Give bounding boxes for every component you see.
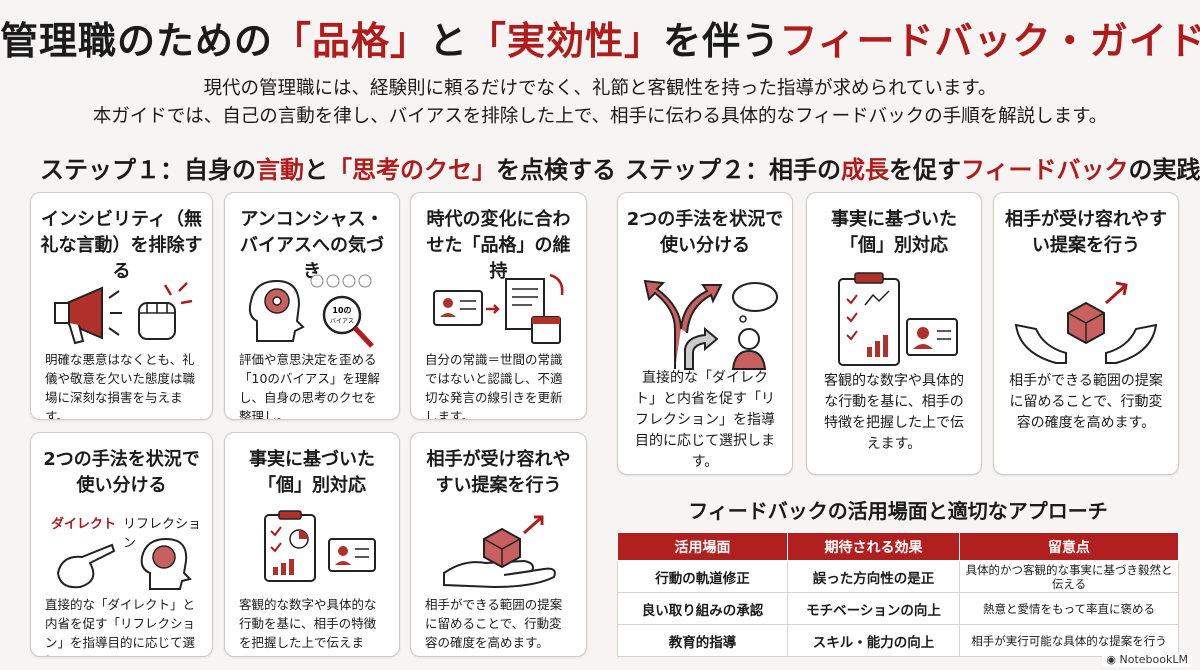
label-reflection: リフレクション (123, 517, 202, 551)
card-step2-fact-based: 事実に基づいた「個」別対応 客観的な数字や具体的な行動を基に、相手の特徴を把握し… (806, 192, 982, 475)
title-highlight: フィードバック・ガイド (779, 19, 1200, 63)
svg-text:10の: 10の (332, 306, 351, 315)
hands-box-arrow-icon (994, 273, 1178, 369)
card-title: 相手が受け容れやすい提案を行う (1005, 209, 1167, 256)
title-part: を伴う (663, 19, 780, 63)
card-body: 相手ができる範囲の提案に留めることで、行動変容の確度を高めます。 (425, 597, 563, 650)
clipboard-id-icon (225, 509, 399, 585)
card-unconscious-bias: アンコンシャス・バイアスへの気づき 10の バイアス 評価や意思決定を歪める「1… (224, 192, 400, 420)
table-cell: 具体的かつ客観的な事実に基づき毅然と伝える (959, 560, 1179, 593)
table-cell: 行動の軌道修正 (617, 560, 788, 593)
card-body: 客観的な数字や具体的な行動を基に、相手の特徴を把握した上で伝えます。 (824, 373, 964, 452)
card-two-methods: 2つの手法を状況で使い分ける ダイレクト リフレクション 直接的な「ダイレクト」… (30, 432, 213, 657)
split-arrows-thinking-icon (618, 273, 792, 373)
megaphone-fist-icon (31, 273, 212, 353)
table-cell: 教育的指導 (617, 624, 788, 657)
card-body: 評価や意思決定を歪める「10のバイアス」を理解し、自身の思考のクセを整理し。 (239, 352, 380, 420)
card-title: 時代の変化に合わせた「品格」の維持 (426, 209, 571, 282)
step1-heading: ステップ１：自身の言動と「思考のクセ」を点検する (40, 150, 616, 185)
card-title: 事実に基づいた「個」別対応 (831, 209, 957, 256)
heading-part: を促す (889, 156, 961, 184)
table-header-row: 活用場面 期待される効果 留意点 (617, 532, 1179, 561)
table-header: 留意点 (959, 532, 1179, 561)
heading-highlight: 「思考のクセ」 (328, 156, 496, 184)
table-cell: 良い取り組みの承認 (617, 592, 788, 625)
subtitle-line-2: 本ガイドでは、自己の言動を律し、バイアスを排除した上で、相手に伝わる具体的なフィ… (92, 106, 1108, 127)
card-step2-acceptable-proposal: 相手が受け容れやすい提案を行う 相手ができる範囲の提案に留めることで、行動変容の… (993, 192, 1179, 475)
card-body: 客観的な数字や具体的な行動を基に、相手の特徴を把握した上で伝えます。 (239, 597, 377, 656)
table-row: 行動の軌道修正 誤った方向性の是正 具体的かつ客観的な事実に基づき毅然と伝える (617, 560, 1179, 593)
card-body: 明確な悪意はなくとも、礼儀や敬意を欠いた態度は職場に深刻な損害を与えます。 (45, 352, 196, 420)
card-body: 直接的な「ダイレクト」と内省を促す「リフレクション」を指導目的に応じて選択します… (635, 370, 775, 470)
card-incivility: インシビリティ（無礼な言動）を排除する 明確な悪意はなくとも、礼儀や敬意を欠いた… (30, 192, 213, 420)
heading-part: ステップ２：相手の (625, 156, 841, 184)
table-row: 教育的指導 スキル・能力の向上 相手が実行可能な具体的な提案を行う (617, 624, 1179, 657)
card-body: 自分の常識＝世間の常識ではないと認識し、不適切な発言の線引きを更新します。 (425, 352, 563, 420)
subtitle-line-1: 現代の管理職には、経験則に頼るだけでなく、礼節と客観性を持った指導が求められてい… (203, 78, 997, 99)
brand-label: NotebookLM (1119, 653, 1188, 666)
table-cell: 熱意と愛情をもって率直に褒める (959, 592, 1179, 625)
heading-part: の実践 (1128, 156, 1200, 184)
svg-text:バイアス: バイアス (330, 318, 354, 325)
step2-heading: ステップ２：相手の成長を促すフィードバックの実践 (625, 150, 1200, 185)
heading-highlight: 言動 (256, 156, 304, 184)
table-cell: 相手が実行可能な具体的な提案を行う (959, 624, 1179, 657)
heading-highlight: フィードバック (961, 156, 1129, 184)
card-title: 2つの手法を状況で使い分ける (626, 209, 784, 256)
id-card-calendar-icon (411, 269, 586, 349)
card-acceptable-proposal: 相手が受け容れやすい提案を行う 相手ができる範囲の提案に留めることで、行動変容の… (410, 432, 587, 657)
page-title: 管理職のための「品格」と「実効性」を伴うフィードバック・ガイド (0, 10, 1200, 65)
brand-watermark: ◉ NotebookLM (1102, 652, 1192, 667)
table-row: 良い取り組みの承認 モチベーションの向上 熱意と愛情をもって率直に褒める (617, 592, 1179, 625)
heading-part: ステップ１：自身の (40, 156, 256, 184)
title-part: と (429, 19, 469, 63)
notebooklm-logo-icon: ◉ (1106, 653, 1120, 666)
title-highlight: 「品格」 (273, 19, 430, 63)
pointing-hand-brain-icon (31, 533, 212, 593)
table-header: 期待される効果 (787, 532, 960, 561)
label-direct: ダイレクト (51, 517, 117, 532)
title-highlight: 「実効性」 (468, 19, 664, 63)
hand-box-icon (411, 509, 586, 589)
card-fact-based: 事実に基づいた「個」別対応 客観的な数字や具体的な行動を基に、相手の特徴を把握し… (224, 432, 400, 657)
table-cell: 誤った方向性の是正 (787, 560, 960, 593)
clipboard-id-icon (807, 271, 981, 371)
table-cell: スキル・能力の向上 (787, 624, 960, 657)
card-title: 相手が受け容れやすい提案を行う (426, 449, 571, 496)
heading-part: を点検する (496, 156, 616, 184)
card-dignity: 時代の変化に合わせた「品格」の維持 自分の常識＝世間の常識ではないと認識し、不適… (410, 192, 587, 420)
title-part: 管理職のための (0, 19, 274, 63)
table-title: フィードバックの活用場面と適切なアプローチ (688, 499, 1108, 523)
card-body: 直接的な「ダイレクト」と内省を促す「リフレクション」を指導目的に応じて選択します… (45, 597, 196, 656)
table-cell: モチベーションの向上 (787, 592, 960, 625)
card-title: 2つの手法を状況で使い分ける (43, 449, 200, 496)
approach-table: 活用場面 期待される効果 留意点 行動の軌道修正 誤った方向性の是正 具体的かつ… (617, 532, 1179, 657)
card-title: 事実に基づいた「個」別対応 (249, 449, 375, 496)
heading-part: と (304, 156, 328, 184)
table-header: 活用場面 (617, 532, 788, 561)
card-step2-two-methods: 2つの手法を状況で使い分ける 直接的な「ダイレクト」と内省を促す「リフレクション… (617, 192, 793, 475)
heading-highlight: 成長 (841, 156, 889, 184)
card-body: 相手ができる範囲の提案に留めることで、行動変容の確度を高めます。 (1009, 373, 1163, 431)
brain-magnifier-icon: 10の バイアス (225, 271, 399, 355)
card-title: インシビリティ（無礼な言動）を排除する (40, 209, 203, 282)
